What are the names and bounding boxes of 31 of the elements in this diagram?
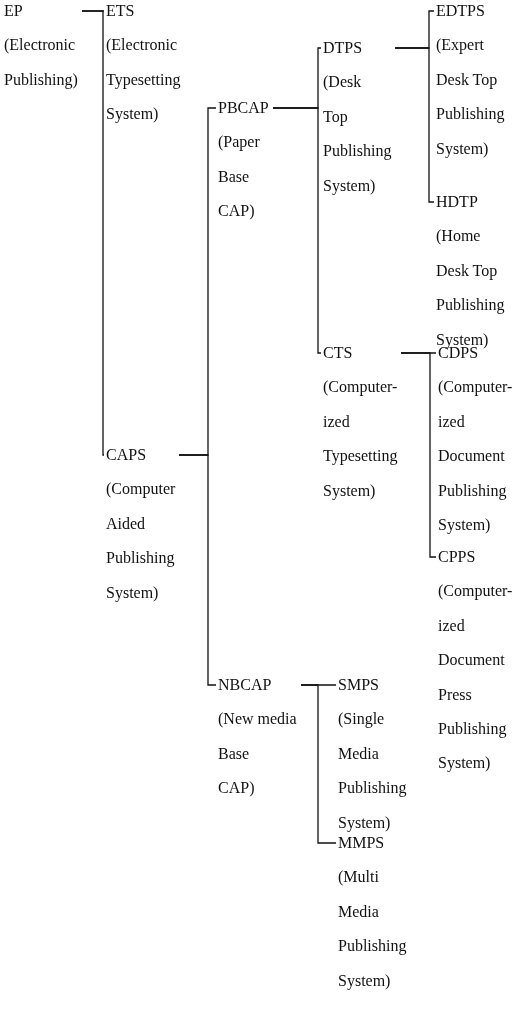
node-description: (Electronic Publishing) [4, 35, 78, 91]
node-description: (Computer Aided Publishing System) [106, 479, 176, 604]
node-title: HDTP [436, 192, 479, 212]
connector-line [400, 352, 437, 558]
node-description: (Single Media Publishing System) [338, 709, 407, 834]
connector-line [81, 10, 105, 456]
connector-line [300, 684, 337, 844]
node-title: EP [4, 1, 24, 21]
connector-line [394, 47, 435, 203]
node-title: PBCAP [218, 98, 269, 118]
node-description: (Desk Top Publishing System) [323, 72, 392, 197]
node-description: (Computer- ized Typesetting System) [323, 377, 398, 502]
node-title: EDTPS [436, 1, 486, 21]
node-title: CAPS [106, 445, 148, 465]
connector-line [178, 454, 217, 686]
node-description: (Home Desk Top Publishing System) [436, 226, 505, 349]
node-description: (New media Base CAP) [218, 709, 297, 799]
connector-line [272, 107, 322, 354]
node-title: NBCAP [218, 675, 273, 695]
node-description: (Multi Media Publishing System) [338, 867, 407, 992]
node-description: (Expert Desk Top Publishing System) [436, 35, 505, 160]
node-title: CPPS [438, 547, 477, 567]
node-title: SMPS [338, 675, 380, 695]
node-description: (Electronic Typesetting System) [106, 35, 181, 125]
node-description: (Computer- ized Document Publishing System) [438, 377, 513, 536]
node-title: ETS [106, 1, 136, 21]
node-title: CTS [323, 343, 354, 363]
node-description: (Paper Base CAP) [218, 132, 261, 222]
node-description: (Computer- ized Document Press Publishing System) [438, 581, 513, 774]
node-title: DTPS [323, 38, 364, 58]
node-title: MMPS [338, 833, 386, 853]
